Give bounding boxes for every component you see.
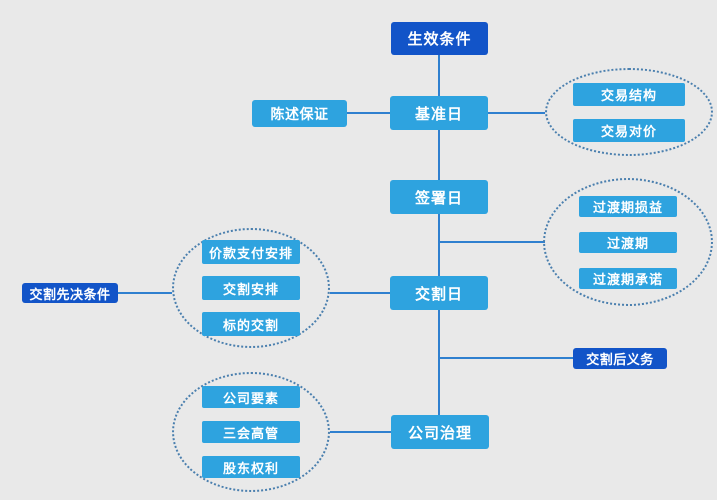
node-representations-warranties: 陈述保证 xyxy=(252,100,347,127)
node-effective-conditions: 生效条件 xyxy=(391,22,488,55)
connector-closing-group xyxy=(330,292,390,294)
group-governance-ellipse: 公司要素 三会高管 股东权利 xyxy=(172,372,330,492)
group-item-transaction-consideration: 交易对价 xyxy=(573,118,685,142)
connector-signing-to-closing xyxy=(438,214,440,277)
group-closing-ellipse: 价款支付安排 交割安排 标的交割 xyxy=(172,228,330,348)
group-item-shareholder-rights: 股东权利 xyxy=(202,456,300,478)
group-item-target-delivery: 标的交割 xyxy=(202,312,300,336)
node-closing-date: 交割日 xyxy=(390,276,488,310)
connector-closing-to-governance xyxy=(438,310,440,415)
connector-governance-group xyxy=(330,431,392,433)
group-transition-ellipse: 过渡期损益 过渡期 过渡期承诺 xyxy=(543,178,713,306)
node-closing-precedent-conditions: 交割先决条件 xyxy=(22,283,118,303)
node-signing-date: 签署日 xyxy=(390,180,488,214)
connector-representations xyxy=(347,112,390,114)
group-item-transaction-structure: 交易结构 xyxy=(573,82,685,106)
group-item-transition-pnl: 过渡期损益 xyxy=(579,195,677,217)
group-item-boards-executives: 三会高管 xyxy=(202,421,300,443)
group-transaction-ellipse: 交易结构 交易对价 xyxy=(545,68,713,156)
connector-base-to-transaction-group xyxy=(488,112,545,114)
node-post-closing-obligations: 交割后义务 xyxy=(573,348,667,369)
connector-precedent-conditions xyxy=(118,292,172,294)
group-item-transition-commitments: 过渡期承诺 xyxy=(579,267,677,289)
connector-base-to-signing xyxy=(438,130,440,180)
node-corporate-governance: 公司治理 xyxy=(391,415,489,449)
group-item-closing-arrangement: 交割安排 xyxy=(202,276,300,300)
group-item-payment-arrangement: 价款支付安排 xyxy=(202,240,300,264)
group-item-company-elements: 公司要素 xyxy=(202,386,300,408)
connector-effective-to-base xyxy=(438,55,440,97)
group-item-transition-period: 过渡期 xyxy=(579,231,677,253)
node-base-date: 基准日 xyxy=(390,96,488,130)
connector-post-closing xyxy=(440,357,573,359)
connector-transition-group xyxy=(440,241,545,243)
